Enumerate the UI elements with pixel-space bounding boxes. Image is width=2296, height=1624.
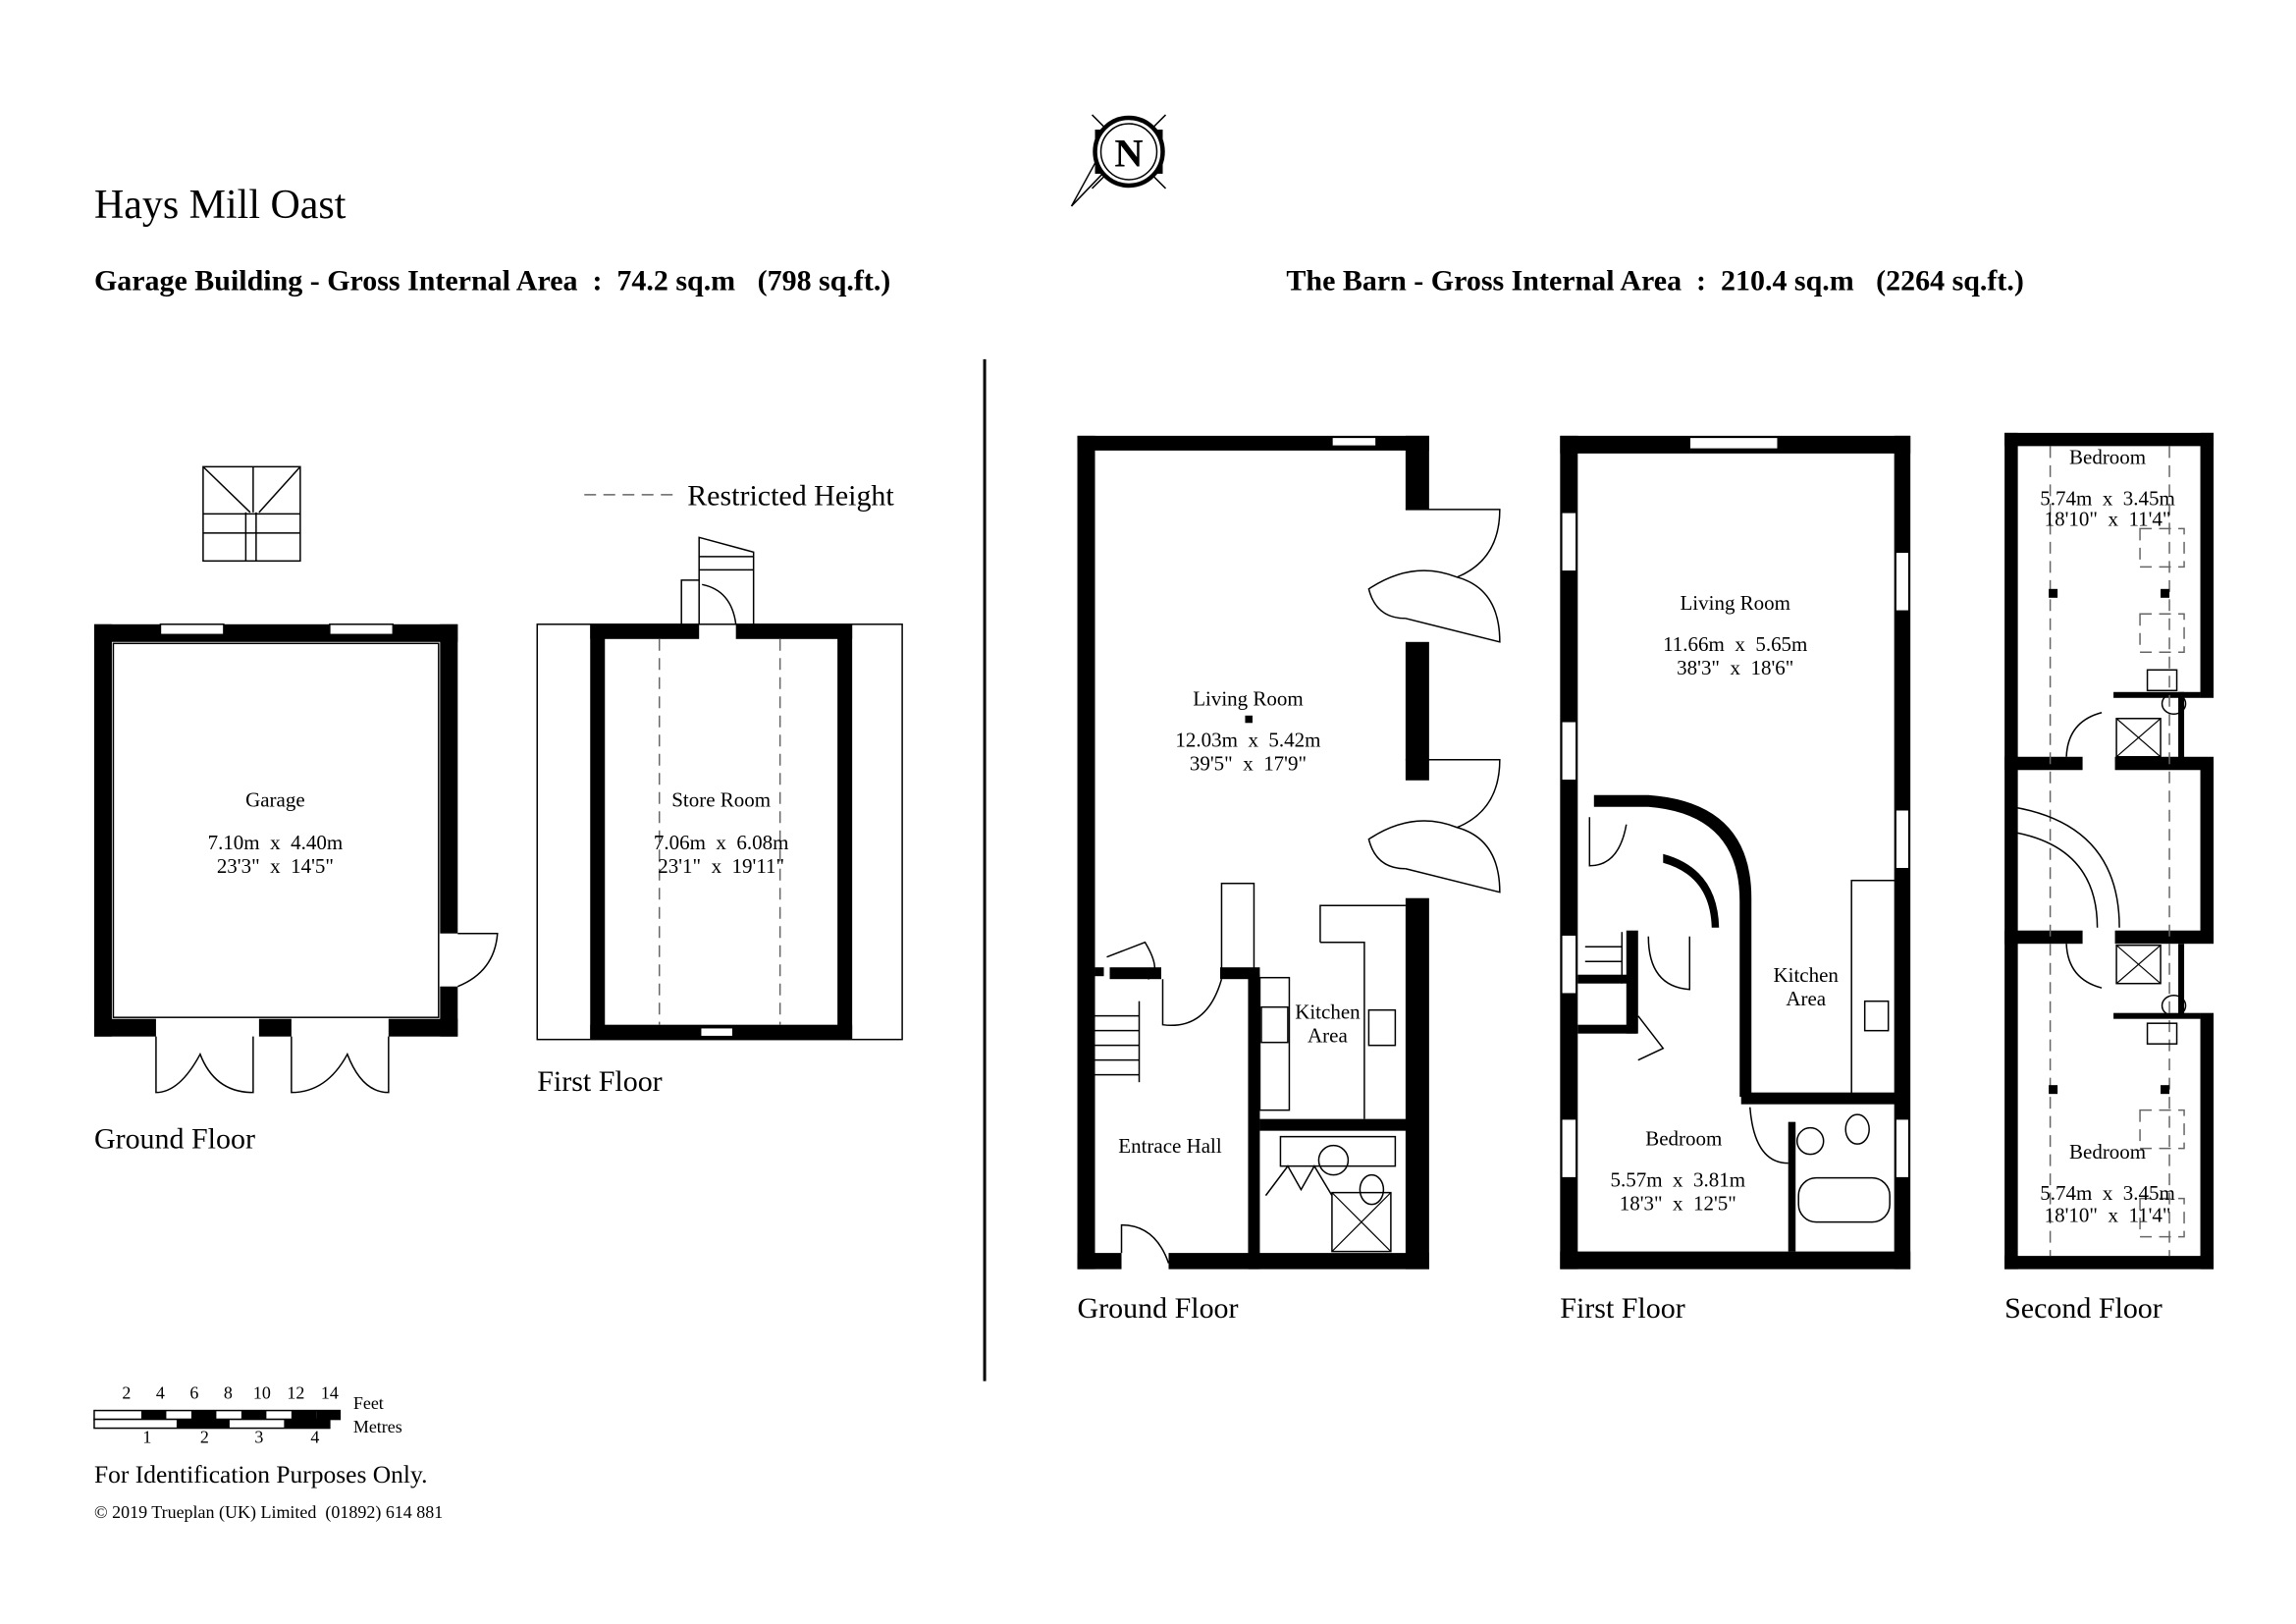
room-dims-imperial-bedroom-sf-2: 18'10" x 11'4" — [2045, 1204, 2171, 1227]
scale-metre-tick: 1 — [142, 1428, 151, 1447]
stair-icon — [1095, 941, 1223, 1083]
scale-feet-tick: 8 — [224, 1383, 233, 1403]
room-dims-imperial-living-room-gf: 39'5" x 17'9" — [1190, 751, 1307, 775]
room-dims-metric-living-room-ff: 11.66m x 5.65m — [1663, 632, 1807, 656]
shower-tray-icon — [1331, 1191, 1392, 1253]
garage-ground-floor-label: Ground Floor — [94, 1123, 255, 1156]
copyright-text: © 2019 Trueplan (UK) Limited (01892) 614… — [94, 1502, 443, 1523]
toilet-icon — [1844, 1113, 1870, 1145]
room-name-kitchen-area-ff: Area — [1786, 987, 1826, 1010]
shower-tray-icon — [2115, 718, 2162, 758]
room-dims-metric-bedroom-sf-1: 5.74m x 3.45m — [2040, 486, 2175, 510]
room-name-living-room-ff: Living Room — [1680, 591, 1790, 615]
legend-restricted-height: Restricted Height — [584, 479, 894, 512]
barn-first-floor-plan: Living Room 11.66m x 5.65m 38'3" x 18'6"… — [1560, 435, 1911, 1270]
garage-first-floor-label: First Floor — [537, 1065, 662, 1098]
room-dims-metric-bedroom-sf-2: 5.74m x 3.45m — [2040, 1181, 2175, 1205]
kitchen-sink-icon — [1367, 1008, 1397, 1047]
scale-feet-tick: 12 — [287, 1383, 304, 1403]
bath-icon — [1797, 1176, 1891, 1223]
shower-tray-icon — [2115, 944, 2162, 985]
barn-first-floor-label: First Floor — [1560, 1292, 1684, 1325]
property-title: Hays Mill Oast — [94, 183, 347, 228]
room-dims-imperial-bedroom-sf-1: 18'10" x 11'4" — [2045, 507, 2171, 530]
basin-icon — [2146, 1022, 2178, 1045]
stair-icon — [1584, 817, 1691, 1061]
room-name-kitchen-ff: Kitchen — [1773, 963, 1839, 987]
scale-feet-tick: 6 — [189, 1383, 198, 1403]
scale-metre-tick: 3 — [254, 1428, 263, 1447]
scale-feet-tick: 4 — [156, 1383, 165, 1403]
room-dims-metric-bedroom-ff: 5.57m x 3.81m — [1610, 1168, 1745, 1192]
barn-ground-floor-label: Ground Floor — [1078, 1292, 1239, 1325]
compass-north-label: N — [1114, 131, 1143, 175]
scale-feet-tick: 10 — [253, 1383, 271, 1403]
barn-second-floor-label: Second Floor — [2004, 1292, 2163, 1325]
room-dims-imperial-bedroom-ff: 18'3" x 12'5" — [1620, 1192, 1736, 1216]
hob-icon — [1260, 1005, 1289, 1044]
barn-ground-floor-plan: Living Room 12.03m x 5.42m 39'5" x 17'9"… — [1077, 435, 1501, 1270]
room-name-bedroom-ff: Bedroom — [1645, 1127, 1722, 1151]
room-name-kitchen-area-gf: Area — [1308, 1024, 1348, 1048]
room-name-kitchen-gf: Kitchen — [1295, 1001, 1361, 1024]
room-name-bedroom-sf-2: Bedroom — [2069, 1140, 2146, 1164]
compass-icon: N — [1070, 114, 1167, 207]
basin-icon — [1795, 1126, 1825, 1156]
toilet-icon — [2161, 994, 2187, 1017]
scale-feet-label: Feet — [353, 1393, 384, 1413]
internal-stair-icon — [680, 536, 755, 624]
garage-area-heading: Garage Building - Gross Internal Area : … — [94, 264, 890, 297]
room-dims-metric-garage: 7.10m x 4.40m — [208, 831, 344, 854]
scale-feet-tick: 2 — [122, 1383, 131, 1403]
room-name-store-room: Store Room — [671, 788, 771, 812]
room-name-bedroom-sf-1: Bedroom — [2069, 445, 2146, 468]
kitchen-sink-icon — [1863, 1000, 1890, 1032]
basin-icon — [1317, 1144, 1350, 1176]
barn-second-floor-plan: Bedroom 5.74m x 3.45m 18'10" x 11'4" Bed… — [2004, 432, 2215, 1270]
room-name-garage: Garage — [245, 788, 305, 812]
toilet-icon — [1359, 1173, 1385, 1206]
toilet-icon — [2161, 692, 2187, 716]
scale-feet-tick: 14 — [321, 1383, 339, 1403]
garage-ground-floor-plan: Garage 7.10m x 4.40m 23'3" x 14'5" — [93, 465, 499, 1094]
room-name-entrance-hall: Entrace Hall — [1118, 1134, 1222, 1158]
room-dims-imperial-living-room-ff: 38'3" x 18'6" — [1677, 656, 1793, 679]
scale-metre-tick: 4 — [310, 1428, 319, 1447]
scale-bar: 2 4 6 8 10 12 14 1 2 3 4 Feet Metres — [93, 1383, 402, 1447]
barn-area-heading: The Barn - Gross Internal Area : 210.4 s… — [1286, 264, 2023, 297]
scale-metres-label: Metres — [353, 1417, 402, 1436]
room-dims-imperial-garage: 23'3" x 14'5" — [217, 854, 334, 878]
room-name-living-room-gf: Living Room — [1193, 686, 1304, 710]
basin-icon — [2146, 669, 2178, 692]
scale-metre-tick: 2 — [200, 1428, 209, 1447]
room-dims-imperial-store-room: 23'1" x 19'11" — [658, 854, 784, 878]
legend-restricted-height-label: Restricted Height — [687, 479, 894, 512]
garage-first-floor-plan: Store Room 7.06m x 6.08m 23'1" x 19'11" — [536, 536, 903, 1041]
external-stair-icon — [202, 465, 301, 563]
room-dims-metric-living-room-gf: 12.03m x 5.42m — [1175, 728, 1320, 751]
room-dims-metric-store-room: 7.06m x 6.08m — [654, 831, 789, 854]
disclaimer-text: For Identification Purposes Only. — [94, 1460, 427, 1489]
